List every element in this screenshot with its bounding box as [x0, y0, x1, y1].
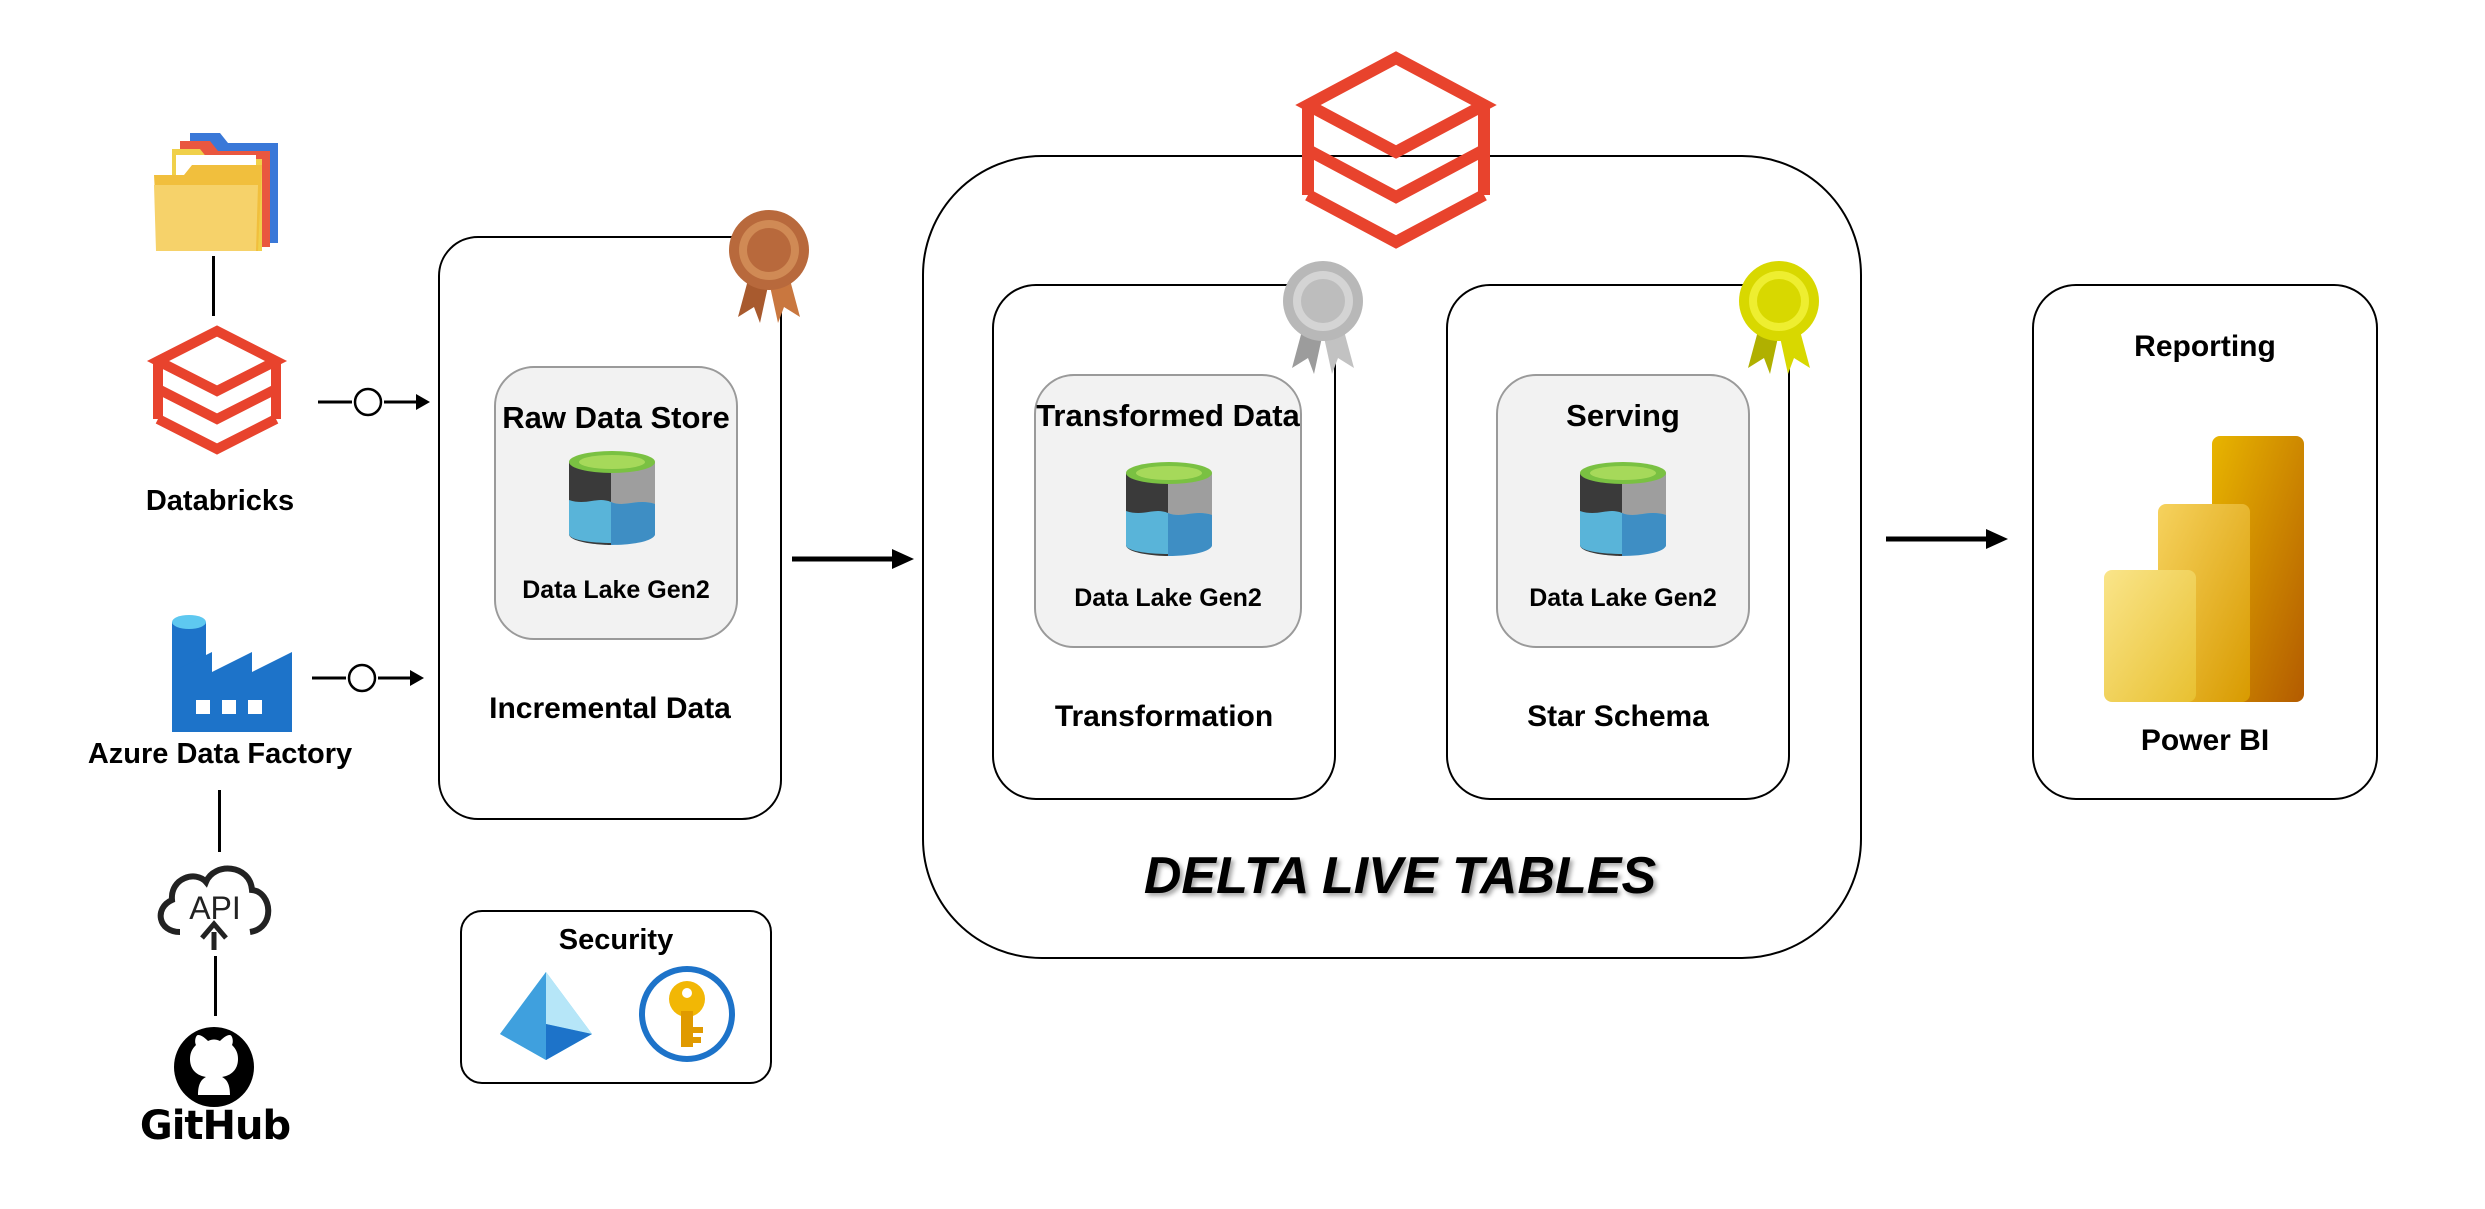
bronze-caption: Incremental Data [489, 692, 731, 725]
transformed-store-storage-label: Data Lake Gen2 [1074, 584, 1262, 612]
databricks-label: Databricks [145, 485, 295, 517]
security-title: Security [558, 924, 674, 956]
serving-store-title: Serving [1566, 398, 1680, 433]
reporting-title: Reporting [2134, 330, 2276, 363]
connector-line [212, 256, 215, 316]
github-icon [174, 1027, 254, 1107]
raw-store-title: Raw Data Store [502, 400, 730, 435]
data-lake-icon [1126, 462, 1212, 556]
data-lake-icon [1580, 462, 1666, 556]
flow-arrow [792, 549, 914, 569]
api-label: API [189, 890, 241, 926]
connector-line [218, 790, 221, 852]
entra-id-icon [500, 972, 592, 1060]
gold-medal-icon [1739, 261, 1819, 374]
key-vault-icon [639, 966, 735, 1062]
power-bi-icon [2104, 436, 2304, 702]
silver-medal-icon [1283, 261, 1363, 374]
raw-store-storage-label: Data Lake Gen2 [522, 576, 710, 604]
adf-label: Azure Data Factory [87, 738, 353, 770]
sync-arrow [318, 387, 430, 417]
flow-arrow [1886, 529, 2008, 549]
databricks-icon [146, 325, 288, 455]
dlt-title: DELTA LIVE TABLES [1143, 847, 1657, 905]
serving-store-storage-label: Data Lake Gen2 [1529, 584, 1717, 612]
silver-caption: Transformation [1054, 700, 1274, 733]
azure-data-factory-icon [172, 615, 292, 732]
data-lake-icon [569, 451, 655, 545]
gold-caption: Star Schema [1527, 700, 1709, 733]
github-label: GitHub [139, 1103, 291, 1149]
transformed-store-title: Transformed Data [1036, 398, 1300, 433]
bronze-medal-icon [729, 210, 809, 323]
folders-icon [154, 133, 278, 251]
connector-line [214, 956, 217, 1016]
sync-arrow [312, 663, 424, 693]
api-cloud-icon [157, 865, 272, 950]
power-bi-label: Power BI [2140, 724, 2270, 757]
databricks-logo-icon [1295, 51, 1497, 249]
